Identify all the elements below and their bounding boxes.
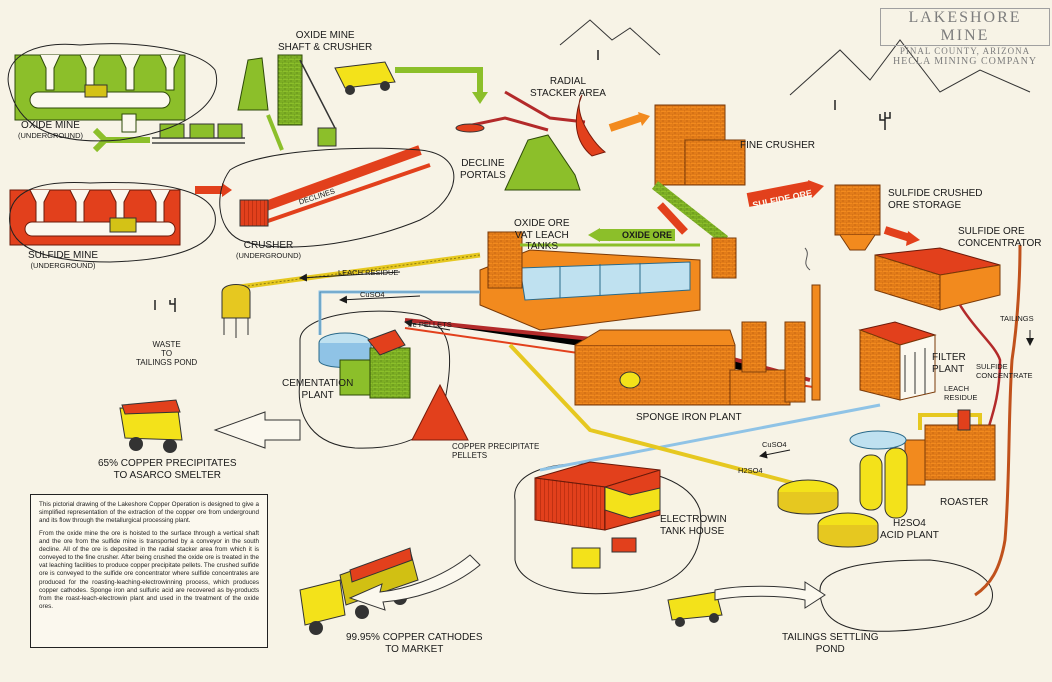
truck-icons	[119, 61, 723, 635]
sulfide-storage-drawing	[834, 184, 881, 251]
flow-sulfide-concentrate: SULFIDE CONCENTRATE	[976, 362, 1033, 380]
fine-crusher-drawing	[651, 104, 746, 279]
label-sponge-iron: SPONGE IRON PLANT	[636, 412, 742, 423]
page-title: LAKESHORE MINE	[880, 8, 1050, 46]
label-oxide-shaft: OXIDE MINE SHAFT & CRUSHER	[278, 30, 373, 53]
label-filter-plant: FILTER PLANT	[932, 352, 966, 375]
company-name: HECLA MINING COMPANY	[892, 56, 1038, 67]
label-decline-portals: DECLINE PORTALS	[460, 158, 506, 181]
label-oxide-mine-main: OXIDE MINE	[21, 120, 80, 131]
arrow-label-oxide-ore: OXIDE ORE	[622, 230, 673, 240]
flow-cuso4-right: CuSO4	[762, 440, 787, 449]
sponge-iron-drawing	[574, 247, 821, 406]
label-vat-leach: OXIDE ORE VAT LEACH TANKS	[514, 218, 570, 252]
declines-drawing	[239, 145, 431, 227]
label-crusher: CRUSHER(UNDERGROUND)	[236, 240, 301, 260]
label-crusher-sub: (UNDERGROUND)	[236, 250, 301, 260]
electrowin-drawing	[534, 461, 661, 531]
oxide-shaft-crusher-drawing	[237, 54, 337, 151]
concentrator-drawing	[874, 244, 1022, 597]
description-box: This pictorial drawing of the Lakeshore …	[30, 494, 268, 648]
waste-silo-drawing	[221, 284, 251, 338]
label-copper-precipitate-pellets: COPPER PRECIPITATE PELLETS	[452, 442, 540, 461]
description-paragraph-2: From the oxide mine the ore is hoisted t…	[39, 529, 259, 611]
label-sulfide-mine-main: SULFIDE MINE	[28, 250, 99, 261]
filter-plant-drawing	[858, 321, 937, 401]
red-flow-arrows	[195, 112, 920, 246]
flow-fe-pellets: Fe PELLETS	[408, 320, 452, 329]
location-text: PINAL COUNTY, ARIZONA	[899, 46, 1031, 56]
flow-arrow-lines	[299, 271, 1034, 459]
label-acid-plant: H2SO4 ACID PLANT	[880, 518, 939, 541]
label-sulfide-mine: SULFIDE MINE(UNDERGROUND)	[28, 250, 98, 270]
radial-stacker-drawing	[455, 90, 607, 191]
outline-arrows	[213, 411, 826, 611]
label-waste-pond: WASTE TO TAILINGS POND	[136, 340, 198, 368]
label-fine-crusher: FINE CRUSHER	[740, 140, 816, 151]
roaster-drawing	[904, 409, 996, 486]
cactus-icons	[154, 50, 891, 312]
label-oxide-mine-sub: (UNDERGROUND)	[18, 130, 83, 140]
flow-h2so4: H2SO4	[738, 466, 763, 475]
label-tailings-pond: TAILINGS SETTLING POND	[782, 632, 879, 655]
label-crusher-main: CRUSHER	[243, 240, 294, 251]
green-flow-arrows	[395, 67, 675, 242]
flow-tailings: TAILINGS	[1000, 314, 1034, 323]
vat-leach-drawing	[479, 231, 701, 331]
label-electrowin: ELECTROWIN TANK HOUSE	[660, 514, 727, 537]
cementation-drawing	[318, 329, 469, 441]
label-roaster: ROASTER	[940, 497, 989, 508]
flow-leach-residue: LEACH RESIDUE	[338, 268, 399, 277]
sulfide-mine-drawing	[9, 189, 181, 246]
label-radial-stacker: RADIAL STACKER AREA	[530, 76, 606, 99]
label-oxide-mine: OXIDE MINE(UNDERGROUND)	[18, 120, 83, 140]
label-sulfide-storage: SULFIDE CRUSHED ORE STORAGE	[888, 188, 983, 211]
description-paragraph-1: This pictorial drawing of the Lakeshore …	[39, 501, 259, 525]
acid-plant-drawing	[777, 430, 908, 548]
title-block: LAKESHORE MINE PINAL COUNTY, ARIZONA HEC…	[880, 8, 1050, 67]
oxide-mine-drawing	[14, 54, 245, 153]
mountains	[559, 19, 1031, 96]
label-sulfide-concentrator: SULFIDE ORE CONCENTRATOR	[958, 226, 1042, 249]
flow-cuso4-top: CuSO4	[360, 290, 385, 299]
label-cathodes-market: 99.95% COPPER CATHODES TO MARKET	[346, 632, 483, 655]
label-sulfide-mine-sub: (UNDERGROUND)	[30, 260, 96, 270]
label-cementation: CEMENTATION PLANT	[282, 378, 354, 401]
label-precipitates-smelter: 65% COPPER PRECIPITATES TO ASARCO SMELTE…	[98, 458, 237, 481]
flow-leach-residue-right: LEACH RESIDUE	[944, 384, 978, 402]
